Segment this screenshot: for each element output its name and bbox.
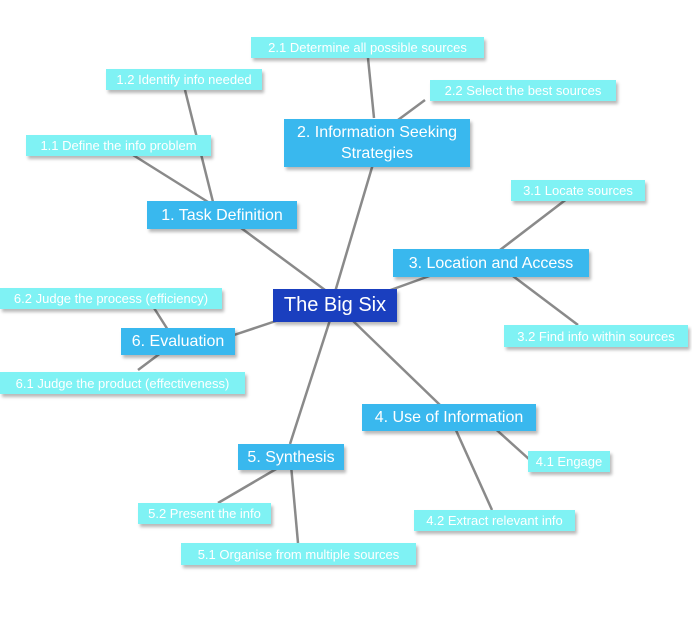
link-root-branch4 <box>349 317 441 406</box>
link-5-1 <box>289 464 300 544</box>
link-2-1 <box>366 57 376 119</box>
link-root-branch1 <box>232 220 326 292</box>
leaf-3-2[interactable]: 3.2 Find info within sources <box>504 325 688 347</box>
branch-label: 5. Synthesis <box>247 448 335 466</box>
leaf-4-2[interactable]: 4.2 Extract relevant info <box>414 510 575 531</box>
leaf-label: 6.2 Judge the process (efficiency) <box>13 291 209 306</box>
leaf-label: 6.1 Judge the product (effectiveness) <box>15 375 230 391</box>
leaf-label: 5.1 Organise from multiple sources <box>197 546 400 562</box>
leaf-label: 2.1 Determine all possible sources <box>268 40 467 55</box>
branch-label: 2. Information Seeking Strategies <box>296 124 458 162</box>
branch-label: 6. Evaluation <box>131 333 225 350</box>
leaf-label: 2.2 Select the best sources <box>444 83 602 98</box>
branch-location-access[interactable]: 3. Location and Access <box>393 249 589 277</box>
leaf-3-1[interactable]: 3.1 Locate sources <box>511 180 645 201</box>
leaf-2-2[interactable]: 2.2 Select the best sources <box>430 80 616 101</box>
link-1-1 <box>132 153 209 204</box>
link-4-2 <box>453 427 494 511</box>
link-5-2 <box>217 463 284 505</box>
leaf-label: 5.2 Present the info <box>148 506 261 521</box>
link-6-1 <box>137 351 163 371</box>
leaf-6-2[interactable]: 6.2 Judge the process (efficiency) <box>0 288 222 309</box>
leaf-label: 1.1 Define the info problem <box>40 138 197 153</box>
leaf-5-2[interactable]: 5.2 Present the info <box>138 503 271 524</box>
root-node[interactable]: The Big Six <box>273 289 397 322</box>
leaf-4-1[interactable]: 4.1 Engage <box>528 451 610 472</box>
leaf-2-1[interactable]: 2.1 Determine all possible sources <box>251 37 484 58</box>
branch-information-seeking[interactable]: 2. Information Seeking Strategies <box>284 119 470 167</box>
link-2-2 <box>397 98 426 122</box>
branch-evaluation[interactable]: 6. Evaluation <box>121 328 235 355</box>
leaf-label: 3.1 Locate sources <box>523 183 633 198</box>
branch-use-of-information[interactable]: 4. Use of Information <box>362 404 536 431</box>
link-6-2 <box>152 307 170 331</box>
leaf-label: 4.1 Engage <box>535 454 603 469</box>
leaf-6-1[interactable]: 6.1 Judge the product (effectiveness) <box>0 372 245 394</box>
link-3-1 <box>499 197 569 251</box>
branch-task-definition[interactable]: 1. Task Definition <box>147 201 297 229</box>
link-root-branch2 <box>333 163 375 293</box>
leaf-label: 1.2 Identify info needed <box>116 72 252 87</box>
leaf-1-2[interactable]: 1.2 Identify info needed <box>106 69 262 90</box>
branch-synthesis[interactable]: 5. Synthesis <box>238 444 344 470</box>
link-3-2 <box>504 269 579 326</box>
root-label: The Big Six <box>283 294 387 316</box>
branch-label: 3. Location and Access <box>408 254 574 272</box>
leaf-label: 4.2 Extract relevant info <box>426 513 563 528</box>
branch-label: 4. Use of Information <box>374 409 524 426</box>
branch-label: 1. Task Definition <box>161 206 283 224</box>
link-root-branch5 <box>288 319 332 445</box>
leaf-1-1[interactable]: 1.1 Define the info problem <box>26 135 211 156</box>
leaf-label: 3.2 Find info within sources <box>517 328 675 344</box>
leaf-5-1[interactable]: 5.1 Organise from multiple sources <box>181 543 416 565</box>
